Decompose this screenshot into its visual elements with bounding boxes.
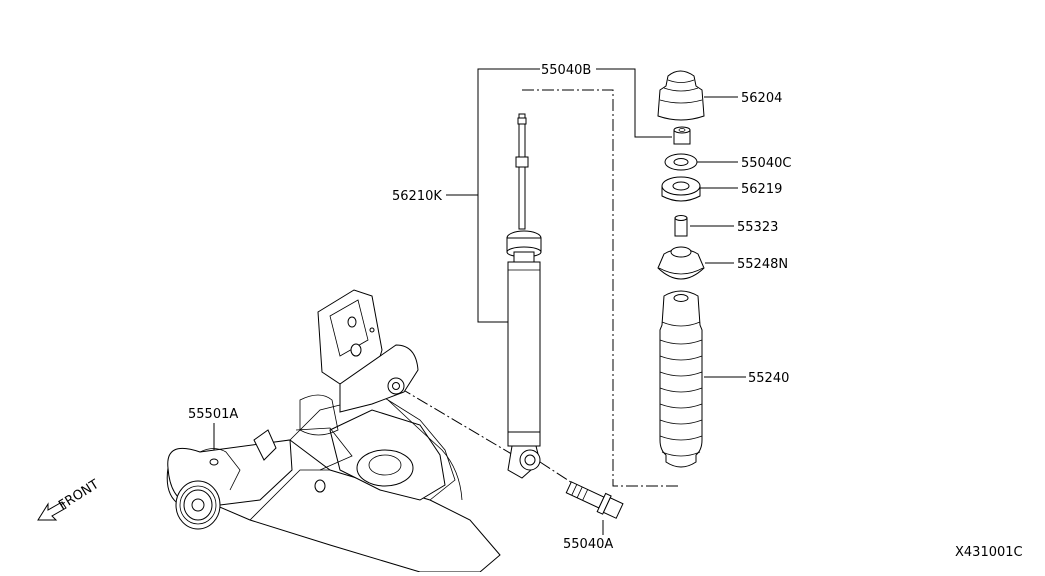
label-55040B: 55040B [541,63,591,78]
label-56204: 56204 [741,91,782,106]
label-55248N: 55248N [737,257,788,272]
label-front: FRONT [56,477,102,513]
brake-line [387,399,463,501]
shock-absorber [506,113,542,479]
label-55040A: 55040A [563,537,613,552]
nut-55040B [673,126,691,145]
axis-line-upper-mount [399,387,516,457]
bump-stopper-55240 [659,290,703,468]
shock-lower-sleeve [507,431,541,447]
label-55240: 55240 [748,371,789,386]
label-55040C: 55040C [741,156,791,171]
rod [518,166,526,230]
rod-collar [515,156,529,168]
bushing-55248N [657,246,705,280]
bump-cap-56204 [657,70,705,121]
bolt-head [602,497,624,519]
label-56210K: 56210K [392,189,442,204]
bracket-tab [253,429,277,461]
leader-lines [213,68,746,535]
washer-55040C [664,153,698,171]
rear-axle-assembly [166,289,501,573]
front-indicator [37,501,67,521]
mounting-bolt [565,481,624,519]
shock-neck [513,251,535,263]
front-arrow-icon [37,501,67,521]
leader-55040B-right [596,68,672,138]
bracket-arm [339,344,419,413]
beam-hole [314,479,326,493]
label-55323: 55323 [737,220,778,235]
spacer-55323 [674,215,688,237]
shock-eye-hole [524,454,536,466]
axis-line-bolt [539,461,581,489]
bushing-56219 [661,176,701,202]
label-56219: 56219 [741,182,782,197]
alignment-lines [399,89,680,489]
rod-thread [517,117,527,125]
diagram-code: X431001C [955,545,1023,560]
spring-seat [356,449,414,487]
label-55501A: 55501A [188,407,238,422]
axis-line-shock-top [522,89,680,487]
shock-body [507,261,541,435]
